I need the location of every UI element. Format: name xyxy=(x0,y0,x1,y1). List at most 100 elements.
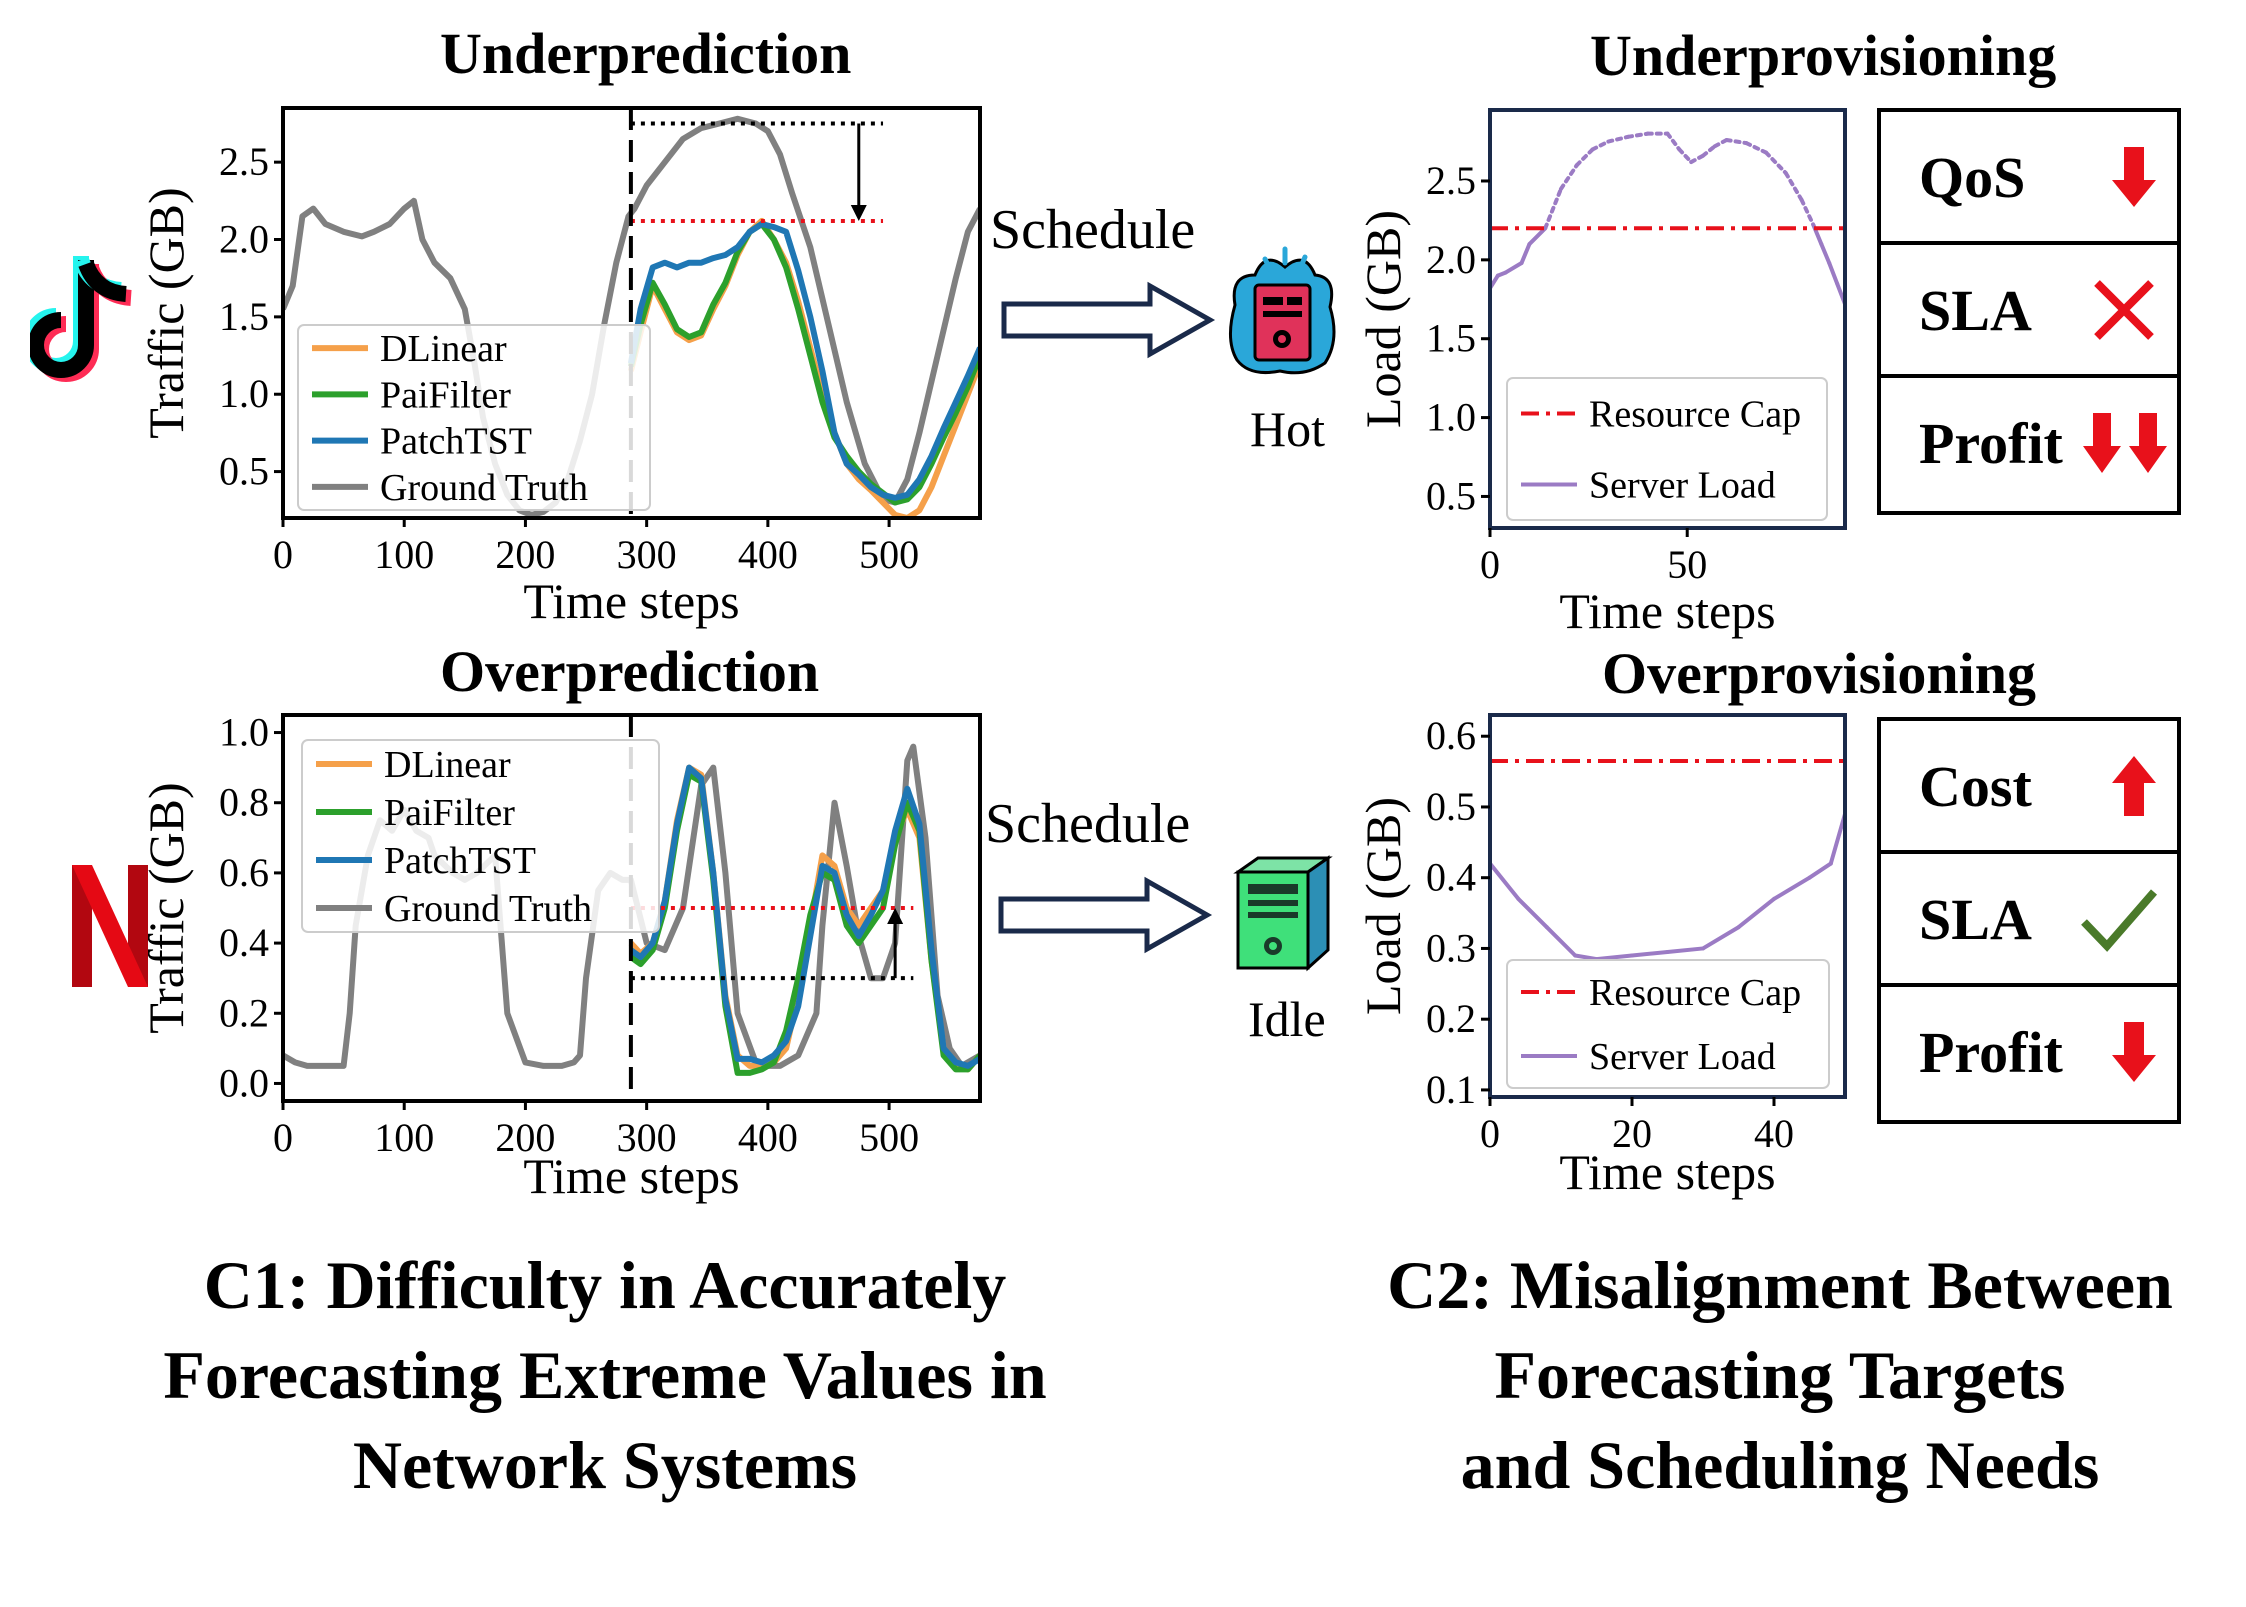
schedule-label-bottom: Schedule xyxy=(985,793,1191,855)
x-axis-label: Time steps xyxy=(1559,583,1775,639)
plot-frame xyxy=(1488,108,1847,530)
gap-arrow-head xyxy=(850,204,867,221)
y-axis-label: Load (GB) xyxy=(1355,210,1411,428)
series-line-segment xyxy=(1772,875,1812,901)
plot-frame xyxy=(1488,713,1847,1099)
down-arrow-icon xyxy=(2112,1022,2156,1082)
status-label: QoS xyxy=(1919,145,2026,210)
x-tick-label: 200 xyxy=(495,1115,555,1160)
gap-arrow-head xyxy=(887,908,904,924)
overprediction-title: Overprediction xyxy=(440,639,820,704)
y-tick-label: 0.1 xyxy=(1426,1067,1476,1112)
legend-label: Server Load xyxy=(1589,465,1776,507)
series-line-segment xyxy=(1590,139,1611,152)
y-tick-label: 1.5 xyxy=(1426,316,1476,361)
status-qos: QoS xyxy=(1881,112,2177,245)
x-tick-label: 500 xyxy=(859,532,919,577)
series-line-segment xyxy=(1626,131,1650,139)
status-profit: Profit xyxy=(1881,987,2177,1120)
series-line-segment xyxy=(1764,150,1788,176)
y-tick-label: 0.6 xyxy=(1426,713,1476,758)
x-tick-label: 40 xyxy=(1754,1111,1794,1156)
series-line-segment xyxy=(1677,147,1694,165)
series-line-segment xyxy=(1665,946,1705,954)
c1-caption-line: Forecasting Extreme Values in xyxy=(163,1337,1047,1413)
y-tick-label: 0.5 xyxy=(1426,784,1476,829)
series-line-patchtst xyxy=(627,221,980,501)
x-axis-label: Time steps xyxy=(523,1148,739,1204)
c1-caption-line: Network Systems xyxy=(352,1427,858,1503)
series-line-segment xyxy=(1819,242,1832,266)
x-tick-label: 400 xyxy=(738,532,798,577)
status-sla: SLA xyxy=(1881,854,2177,987)
series-line-segment xyxy=(1594,953,1634,962)
legend-label: PatchTST xyxy=(380,421,532,463)
plot-area xyxy=(1490,131,1845,307)
x-axis-label: Time steps xyxy=(1559,1144,1775,1200)
x-tick-label: 100 xyxy=(374,532,434,577)
c1-caption-line: C1: Difficulty in Accurately xyxy=(203,1247,1007,1323)
y-tick-label: 2.5 xyxy=(1426,158,1476,203)
series-line-segment xyxy=(1503,261,1524,275)
legend-box xyxy=(1506,377,1828,521)
underprediction-title: Underprediction xyxy=(440,21,852,86)
y-tick-label: 0.3 xyxy=(1426,925,1476,970)
schedule-arrow-bottom-icon xyxy=(998,876,1213,954)
c2-caption-line: Forecasting Targets xyxy=(1494,1337,2066,1413)
hot-server-icon xyxy=(1229,246,1336,375)
series-line-segment xyxy=(1665,131,1682,152)
y-tick-label: 1.0 xyxy=(219,371,269,416)
underprovisioning-title: Underprovisioning xyxy=(1590,23,2057,88)
series-line-segment xyxy=(1516,896,1549,930)
series-line-segment xyxy=(1574,147,1595,168)
y-axis-label: Load (GB) xyxy=(1355,797,1411,1015)
y-tick-label: 0.2 xyxy=(1426,996,1476,1041)
legend-label: PaiFilter xyxy=(384,792,515,834)
status-label: SLA xyxy=(1919,278,2032,343)
y-tick-label: 1.5 xyxy=(219,294,269,339)
series-line-segment xyxy=(1736,896,1776,930)
series-line-segment xyxy=(1744,141,1769,155)
legend-label: Ground Truth xyxy=(380,467,588,509)
y-tick-label: 0.4 xyxy=(219,920,269,965)
series-line-segment xyxy=(1544,925,1578,958)
y-tick-label: 0.0 xyxy=(219,1060,269,1105)
series-line-segment xyxy=(1559,163,1579,191)
y-tick-label: 2.0 xyxy=(219,217,269,262)
legend-box xyxy=(1506,959,1830,1089)
up-arrow-icon xyxy=(2112,756,2156,816)
legend-label: PaiFilter xyxy=(380,374,511,416)
x-tick-label: 50 xyxy=(1667,542,1707,587)
hot-label: Hot xyxy=(1250,401,1325,457)
down-arrow-icon xyxy=(2112,147,2156,207)
series-line-segment xyxy=(1519,242,1532,266)
y-tick-label: 2.0 xyxy=(1426,237,1476,282)
x-tick-label: 100 xyxy=(374,1115,434,1160)
y-tick-label: 0.2 xyxy=(219,990,269,1035)
status-cost: Cost xyxy=(1881,721,2177,854)
series-line-segment xyxy=(1573,953,1599,962)
series-line-segment xyxy=(1828,812,1845,866)
schedule-arrow-top-icon xyxy=(1001,281,1216,359)
plot-area xyxy=(1490,758,1845,962)
overprovisioning-status-box: Cost SLA Profit xyxy=(1877,717,2181,1124)
c2-caption: C2: Misalignment Between Forecasting Tar… xyxy=(1320,1240,2240,1510)
legend-label: Resource Cap xyxy=(1589,394,1801,436)
series-line-segment xyxy=(1490,861,1521,901)
x-tick-label: 0 xyxy=(1480,1111,1500,1156)
series-line-segment xyxy=(1527,226,1548,247)
tiktok-logo-icon xyxy=(30,256,132,382)
series-line-segment xyxy=(1701,925,1741,951)
legend-label: DLinear xyxy=(380,328,507,370)
netflix-logo-icon xyxy=(72,865,148,987)
c2-caption-line: and Scheduling Needs xyxy=(1460,1427,2100,1503)
y-axis-label: Traffic (GB) xyxy=(138,187,194,438)
legend-label: Server Load xyxy=(1589,1036,1776,1078)
series-line-segment xyxy=(1712,137,1729,149)
y-tick-label: 1.0 xyxy=(219,710,269,755)
legend-label: DLinear xyxy=(384,744,511,786)
series-line-segment xyxy=(1724,137,1749,146)
